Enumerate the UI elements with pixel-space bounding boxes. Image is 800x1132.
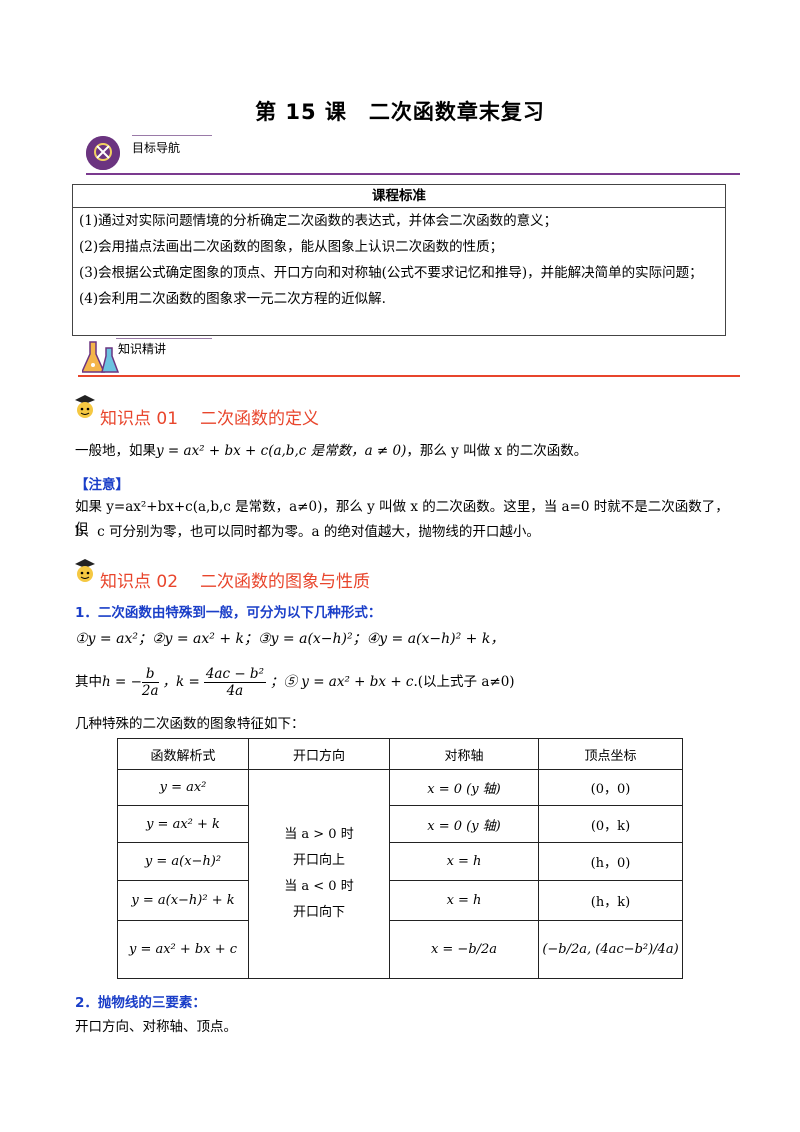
knowledge-nav-divider (116, 338, 212, 339)
note-label: 【注意】 (75, 477, 129, 493)
knowledge-point-1-title: 知识点 01 二次函数的定义 (100, 404, 319, 429)
table-row: y = a(x−h)² x = h (h，0) (117, 842, 683, 881)
table-header: 开口方向 (248, 738, 390, 770)
table-header: 对称轴 (389, 738, 539, 770)
table-cell-vertex: (h，0) (538, 842, 683, 881)
table-cell-vertex: (0，k) (538, 805, 683, 843)
standard-item: (1)通过对实际问题情境的分析确定二次函数的表达式，并体会二次函数的意义； (79, 213, 558, 229)
goal-nav-rule (86, 173, 740, 175)
note-line-2: b、c 可分别为零，也可以同时都为零。a 的绝对值越大，抛物线的开口越小。 (75, 524, 540, 540)
opening-cell: 当 a > 0 时 开口向上 当 a < 0 时 开口向下 (248, 769, 390, 979)
mascot-icon (72, 394, 98, 426)
table-cell-axis: x = h (389, 880, 539, 921)
standards-box: 课程标准 (1)通过对实际问题情境的分析确定二次函数的表达式，并体会二次函数的意… (72, 184, 726, 336)
goal-nav-label: 目标导航 (132, 141, 181, 155)
table-cell-vertex: (−b/2a, (4ac−b²)/4a) (538, 920, 683, 979)
table-cell-axis: x = 0 (y 轴) (389, 805, 539, 843)
kp2-name: 二次函数的图象与性质 (200, 572, 371, 592)
table-cell-expr: y = ax² + k (117, 805, 249, 843)
kp1-definition: 一般地，如果y = ax² + bx + c(a,b,c 是常数，a ≠ 0)，… (75, 440, 587, 462)
table-cell-expr: y = ax² (117, 769, 249, 806)
subheading-1: 1．二次函数由特殊到一般，可分为以下几种形式： (75, 605, 382, 621)
standard-item: (2)会用描点法画出二次函数的图象，能从图象上认识二次函数的性质； (79, 239, 504, 255)
forms-list: ①y = ax²；②y = ax² + k；③y = a(x−h)²；④y = … (75, 631, 505, 647)
knowledge-nav-label: 知识精讲 (118, 342, 167, 356)
note-line-1: 如果 y=ax²+bx+c(a,b,c 是常数，a≠0)，那么 y 叫做 x 的… (75, 499, 729, 537)
standards-header: 课程标准 (73, 185, 725, 208)
standard-item: (4)会利用二次函数的图象求一元二次方程的近似解. (79, 291, 386, 307)
kp1-name: 二次函数的定义 (200, 409, 320, 429)
table-cell-expr: y = a(x−h)² (117, 842, 249, 881)
definition-prefix: 一般地，如果 (75, 443, 156, 459)
definition-formula: y = ax² + bx + c(a,b,c 是常数，a ≠ 0) (156, 443, 407, 459)
mascot-icon (72, 558, 98, 590)
goal-nav-divider (132, 135, 212, 136)
standard-item: (3)会根据公式确定图象的顶点、开口方向和对称轴(公式不要求记忆和推导)，并能解… (79, 265, 703, 281)
flask-icon (80, 338, 122, 380)
subheading-2-text: 开口方向、对称轴、顶点。 (75, 1019, 237, 1035)
opening-line: 当 a < 0 时 (284, 879, 354, 894)
opening-line: 开口向下 (292, 905, 345, 920)
page-title: 第 15 课 二次函数章末复习 (255, 100, 545, 124)
table-cell-axis: x = h (389, 842, 539, 881)
table-cell-vertex: (0，0) (538, 769, 683, 806)
knowledge-nav-rule (78, 375, 740, 377)
form-5: ；⑤ y = ax² + bx + c (270, 674, 414, 690)
table-cell-axis: x = 0 (y 轴) (389, 769, 539, 806)
kp2-number: 知识点 02 (100, 572, 179, 592)
form-5-note: .(以上式子 a≠0) (413, 674, 515, 690)
brain-icon (86, 136, 120, 170)
k-equation: ，k = (162, 674, 200, 690)
table-cell-axis: x = −b/2a (389, 920, 539, 979)
subheading-2: 2．抛物线的三要素： (75, 995, 206, 1011)
where-prefix: 其中 (75, 674, 102, 690)
features-table: 函数解析式 开口方向 对称轴 顶点坐标 y = ax² 当 a > 0 时 开口… (117, 738, 683, 979)
table-intro: 几种特殊的二次函数的图象特征如下： (75, 716, 305, 732)
table-row: y = a(x−h)² + k x = h (h，k) (117, 880, 683, 921)
table-header: 函数解析式 (117, 738, 249, 770)
h-equation: h = − (102, 674, 142, 690)
opening-line: 开口向上 (292, 853, 345, 868)
k-denominator: 4a (226, 682, 244, 699)
h-denominator: 2a (141, 682, 159, 699)
table-row: y = ax² + k x = 0 (y 轴) (0，k) (117, 805, 683, 843)
table-row: y = ax² 当 a > 0 时 开口向上 当 a < 0 时 开口向下 x … (117, 769, 683, 979)
table-cell-expr: y = a(x−h)² + k (117, 880, 249, 921)
opening-line: 当 a > 0 时 (284, 827, 354, 842)
table-cell-expr: y = ax² + bx + c (117, 920, 249, 979)
table-row: y = ax² + bx + c x = −b/2a (−b/2a, (4ac−… (117, 920, 683, 979)
definition-suffix: ，那么 y 叫做 x 的二次函数。 (406, 443, 588, 459)
table-cell-vertex: (h，k) (538, 880, 683, 921)
k-numerator: 4ac − b² (203, 665, 266, 683)
table-header: 顶点坐标 (538, 738, 683, 770)
h-numerator: b (141, 666, 159, 683)
knowledge-point-2-title: 知识点 02 二次函数的图象与性质 (100, 567, 370, 592)
kp1-number: 知识点 01 (100, 409, 179, 429)
